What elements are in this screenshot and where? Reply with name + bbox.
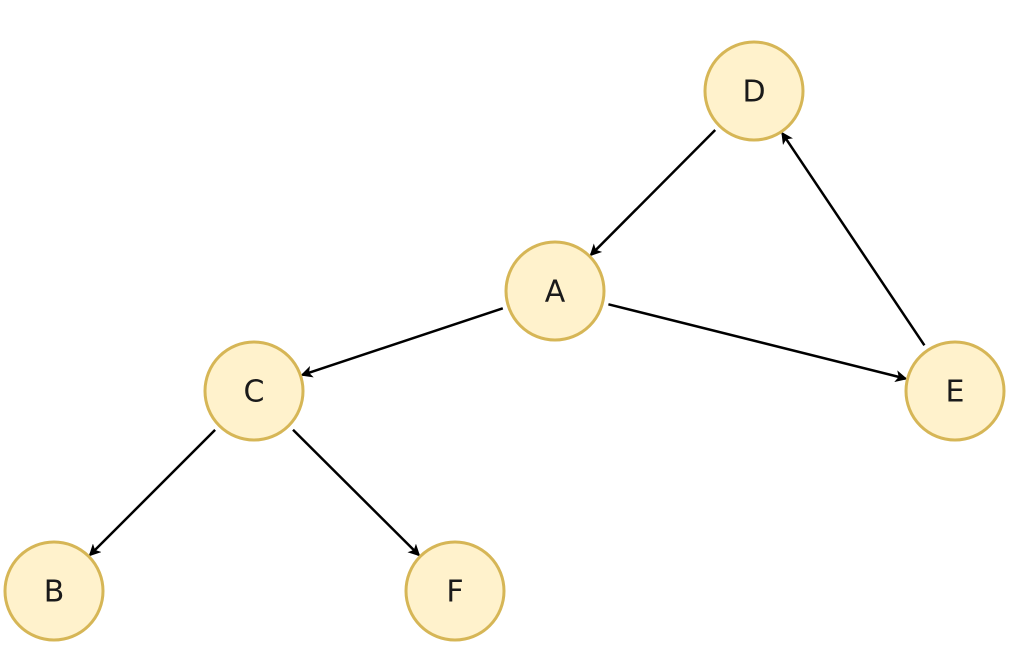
node-circle-f (404, 540, 506, 642)
node-label-f: F (446, 575, 463, 610)
node-c: C (203, 340, 305, 442)
edge-d-to-a (589, 129, 717, 257)
edge-c-to-b (88, 429, 216, 557)
edge-a-to-e (608, 303, 908, 382)
node-label-e: E (946, 375, 965, 410)
nodes-layer: A B C D E F (3, 40, 1006, 642)
edge-a-to-c (300, 307, 504, 378)
node-circle-b (3, 540, 105, 642)
edges-layer (88, 129, 926, 557)
node-a: A (504, 240, 606, 342)
node-b: B (3, 540, 105, 642)
node-label-b: B (44, 575, 65, 610)
node-label-c: C (244, 375, 265, 410)
node-f: F (404, 540, 506, 642)
edge-e-to-d (781, 131, 926, 346)
node-circle-c (203, 340, 305, 442)
node-circle-a (504, 240, 606, 342)
node-e: E (904, 340, 1006, 442)
node-label-d: D (742, 75, 765, 110)
node-d: D (703, 40, 805, 142)
edge-c-to-f (292, 428, 421, 557)
node-label-a: A (545, 275, 566, 310)
node-circle-e (904, 340, 1006, 442)
node-circle-d (703, 40, 805, 142)
